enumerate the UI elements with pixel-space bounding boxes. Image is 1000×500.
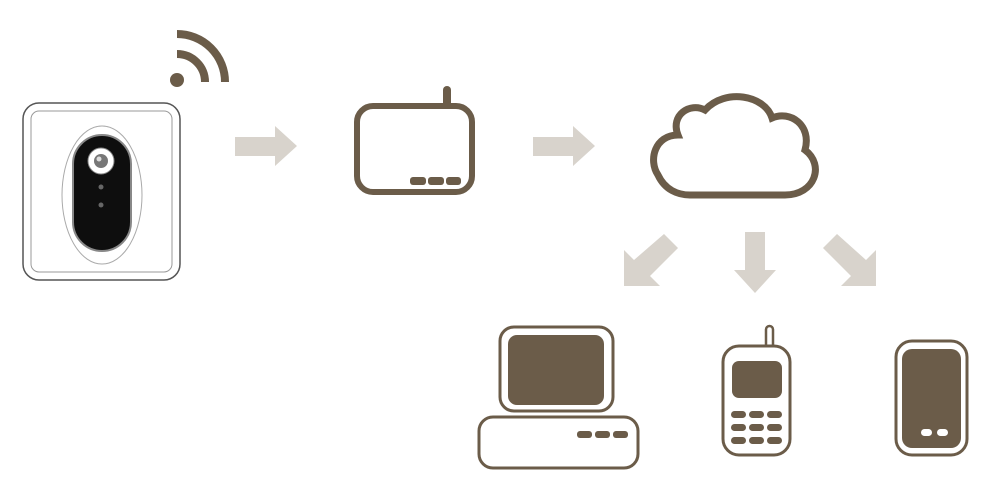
arrow-router-to-cloud bbox=[533, 126, 595, 166]
computer-icon bbox=[477, 325, 640, 470]
smartphone-icon bbox=[894, 339, 969, 457]
arrow-cloud-to-computer bbox=[624, 234, 678, 286]
arrow-cloud-to-phone bbox=[734, 232, 776, 293]
mobile-phone-icon bbox=[721, 324, 792, 457]
camera-icon bbox=[22, 102, 181, 281]
cloud-icon bbox=[650, 93, 819, 199]
wifi-signal-icon bbox=[170, 30, 229, 87]
router-icon bbox=[354, 86, 475, 195]
arrow-camera-to-router bbox=[235, 126, 297, 166]
arrow-cloud-to-smartphone bbox=[823, 234, 876, 286]
